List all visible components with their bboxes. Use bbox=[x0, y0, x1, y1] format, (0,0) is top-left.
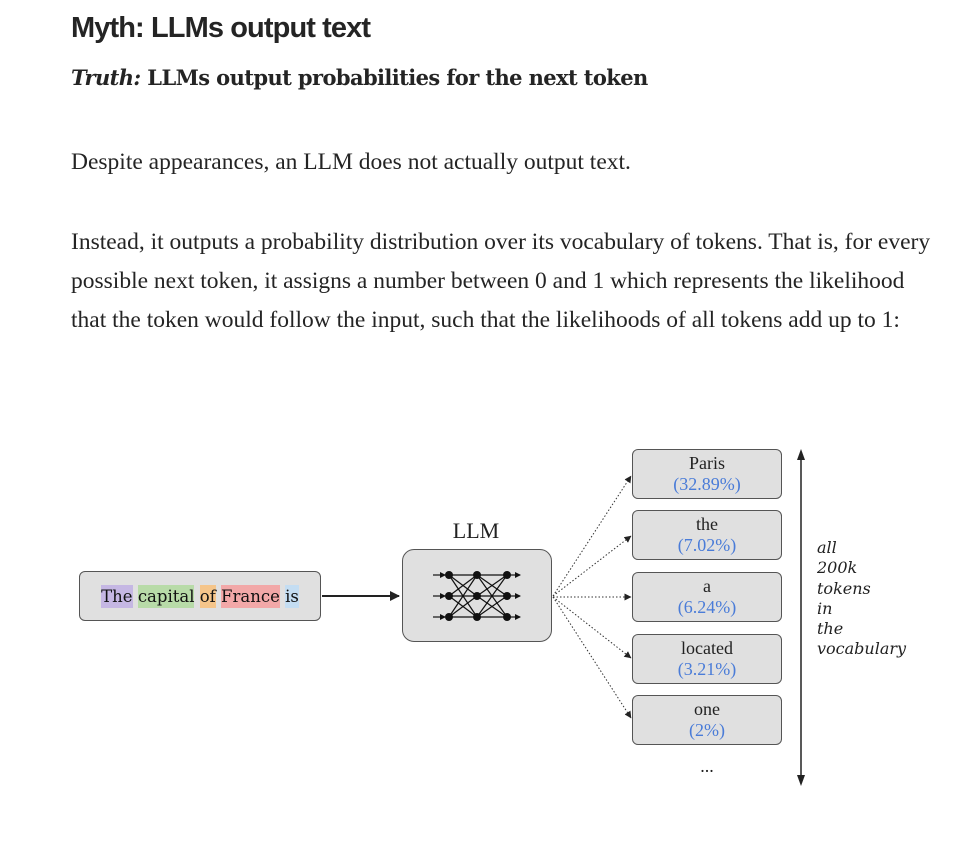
vocab-range-arrow bbox=[797, 449, 805, 786]
llm-label: LLM bbox=[452, 518, 500, 543]
fanout-arrow-1 bbox=[552, 475, 632, 597]
output-token-box: the (7.02%) bbox=[632, 510, 782, 560]
output-token-probability: (7.02%) bbox=[677, 535, 737, 555]
output-token-probability: (32.89%) bbox=[673, 474, 741, 494]
output-token-box: one (2%) bbox=[632, 695, 782, 745]
output-token-label: the bbox=[696, 514, 718, 534]
vocab-note-line: tokens bbox=[817, 578, 871, 598]
fanout-arrow-2 bbox=[552, 535, 632, 597]
input-token: capital bbox=[137, 584, 195, 608]
output-token-label: one bbox=[694, 699, 720, 719]
input-prompt-box: The capital of France is bbox=[79, 571, 321, 621]
vocab-note-line: the bbox=[817, 619, 844, 639]
input-token: The bbox=[101, 584, 133, 608]
fanout-arrow-5 bbox=[552, 596, 632, 719]
output-token-box: Paris (32.89%) bbox=[632, 449, 782, 499]
vocab-note-line: vocabulary bbox=[817, 639, 907, 659]
subtitle-text: LLMs output probabilities for the next t… bbox=[140, 65, 648, 90]
output-token-probability: (6.24%) bbox=[677, 597, 737, 617]
paragraph-explanation: Instead, it outputs a probability distri… bbox=[71, 229, 931, 333]
diagram-connectors bbox=[322, 449, 805, 786]
fanout-arrow-4 bbox=[552, 596, 632, 659]
paragraph-intro: Despite appearances, an LLM does not act… bbox=[71, 149, 631, 175]
output-token-label: located bbox=[681, 638, 733, 658]
input-token: France bbox=[221, 584, 280, 608]
vocab-note-line: in bbox=[817, 598, 833, 618]
more-tokens-ellipsis: ... bbox=[700, 756, 714, 776]
vocab-note-line: 200k bbox=[817, 558, 858, 578]
output-token-probability: (3.21%) bbox=[677, 659, 737, 679]
output-token-label: Paris bbox=[689, 453, 725, 473]
subtitle-prefix: Truth: bbox=[71, 65, 141, 90]
vocabulary-note: all 200k tokens in the vocabulary bbox=[817, 538, 906, 660]
vocab-note-line: all bbox=[817, 538, 837, 557]
section-subtitle: Truth: LLMs output probabilities for the… bbox=[71, 65, 648, 90]
output-token-label: a bbox=[703, 576, 711, 596]
input-token-list: The capital of France is bbox=[101, 584, 299, 608]
neural-network-icon bbox=[433, 571, 521, 621]
llm-box bbox=[402, 549, 552, 642]
output-token-box: a (6.24%) bbox=[632, 572, 782, 622]
output-token-box: located (3.21%) bbox=[632, 634, 782, 684]
section-heading: Myth: LLMs output text bbox=[71, 12, 371, 44]
input-token: of bbox=[199, 584, 216, 608]
fanout-arrows bbox=[552, 475, 632, 719]
output-token-probability: (2%) bbox=[689, 720, 725, 740]
input-token: is bbox=[285, 584, 299, 608]
llm-output-diagram: The capital of France is LLM bbox=[0, 440, 960, 800]
